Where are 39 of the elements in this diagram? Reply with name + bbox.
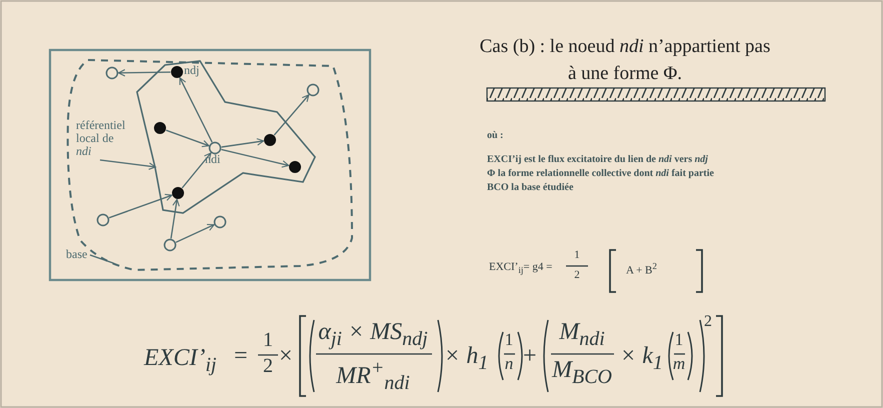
arrow (182, 152, 212, 188)
formula-term: EXCI’$_{ij}$ (144, 346, 216, 376)
arrow (118, 69, 171, 77)
fraction-denominator: M$_{BCO}$ (550, 358, 613, 388)
note-text: où : (487, 131, 504, 142)
fraction-numerator: α$_{ji}$ × MS$_{ndj}$ (317, 320, 429, 350)
definition-text: BCO la base étudiée (487, 183, 574, 194)
arrow (100, 159, 156, 170)
fraction-numerator: 1 (573, 250, 581, 262)
fraction-denominator: 2 (262, 356, 274, 377)
arrow (108, 194, 172, 218)
fraction-numerator: 1 (674, 331, 684, 349)
definition-text: Φ la forme relationnelle collective dont ndi fait partie (487, 169, 714, 180)
formula-term: EXCI’$_{ij}$= g4 = (489, 262, 552, 276)
fraction-numerator: M$_{ndi}$ (558, 320, 606, 350)
node-label: ndj (184, 64, 200, 78)
exponent: 2 (704, 314, 712, 331)
arrow (170, 198, 180, 239)
plus-sign: + (523, 344, 537, 370)
multiply-sign: × (279, 344, 293, 370)
fraction-numerator: 1 (262, 330, 274, 351)
arrow (221, 138, 264, 148)
fraction-numerator: 1 (504, 331, 514, 349)
fraction-denominator: n (504, 355, 514, 373)
formula-term: × h$_{1}$ (444, 344, 488, 374)
equals-sign: = (234, 344, 248, 370)
heading: Cas (b) : le noeud ndi n’appartient pas à une forme Φ. (478, 35, 772, 86)
arrow (179, 77, 213, 142)
fraction-denominator: 2 (573, 270, 581, 282)
annotation-text: base (66, 248, 126, 261)
arrow (166, 130, 210, 148)
definition-text: EXCI’ij est le flux excitatoire du lien de ndi vers ndj (487, 155, 708, 166)
formula-term: × k$_{1}$ (620, 344, 663, 374)
arrow (221, 148, 290, 168)
arrow (176, 224, 215, 243)
fraction-denominator: m (672, 355, 686, 373)
arrow (274, 94, 310, 136)
formula-term: A + B$^{2}$ (626, 262, 657, 278)
leader-line (90, 254, 114, 264)
